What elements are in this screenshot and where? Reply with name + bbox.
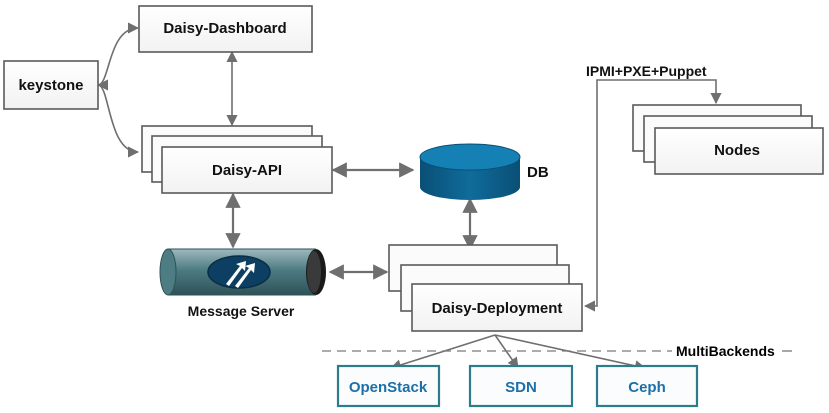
daisy-dashboard-box[interactable]: Daisy-Dashboard (138, 5, 313, 53)
ipmi-pxe-puppet-label: IPMI+PXE+Puppet (586, 63, 707, 79)
backend-ceph-label: Ceph (628, 379, 666, 396)
nodes-label: Nodes (714, 142, 760, 159)
keystone-box[interactable]: keystone (3, 60, 99, 110)
keystone-label: keystone (18, 77, 83, 94)
db-cylinder[interactable]: DB (419, 143, 549, 200)
multibackends-label: MultiBackends (676, 343, 775, 359)
daisy-deployment-stack[interactable]: Daisy-Deployment (388, 244, 583, 332)
daisy-deployment-label: Daisy-Deployment (432, 300, 563, 317)
message-server-label: Message Server (188, 303, 295, 319)
daisy-dashboard-label: Daisy-Dashboard (163, 20, 286, 37)
keystone-dashboard-link (96, 22, 140, 91)
daisy-api-label: Daisy-API (212, 162, 282, 179)
daisy-api-stack[interactable]: Daisy-API (141, 125, 333, 194)
backend-sdn[interactable]: SDN (468, 364, 574, 408)
db-label: DB (527, 164, 549, 181)
message-server-pipe[interactable] (159, 248, 326, 296)
deployment-nodes-link (583, 79, 722, 312)
exchange-arrows-icon (207, 255, 271, 289)
backend-openstack-label: OpenStack (349, 379, 428, 396)
backend-sdn-label: SDN (505, 379, 537, 396)
nodes-stack[interactable]: Nodes (632, 104, 824, 175)
backend-openstack[interactable]: OpenStack (336, 364, 441, 408)
backend-ceph[interactable]: Ceph (595, 364, 699, 408)
keystone-api-link (97, 84, 140, 158)
